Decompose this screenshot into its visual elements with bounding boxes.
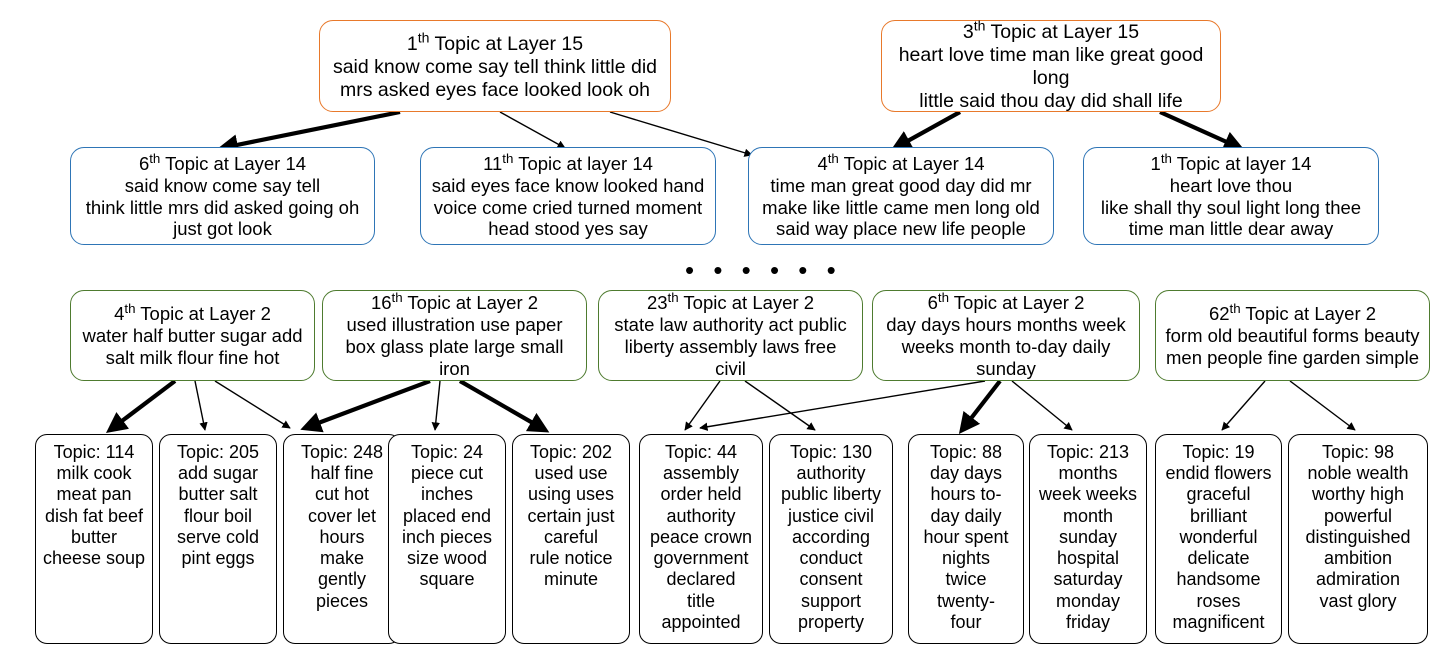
topic-node-layer14-6[interactable]: 6th Topic at Layer 14 said know come say…	[70, 147, 375, 245]
leaf-title: Topic: 248	[300, 442, 384, 462]
node-words: used illustration use paper box glass pl…	[345, 314, 564, 379]
leaf-title: Topic: 205	[176, 442, 260, 462]
edge-L15-1-to-L14-11	[499, 111, 566, 149]
leaf-node-topic-98[interactable]: Topic: 98 noble wealth worthy high power…	[1288, 434, 1428, 644]
leaf-title: Topic: 88	[929, 442, 1003, 462]
leaf-node-topic-213[interactable]: Topic: 213 months week weeks month sunda…	[1029, 434, 1147, 644]
topic-node-layer15-3[interactable]: 3th Topic at Layer 15 heart love time ma…	[881, 17, 1221, 112]
topic-node-layer2-23[interactable]: 23th Topic at Layer 2 state law authorit…	[598, 290, 863, 381]
leaf-node-topic-205[interactable]: Topic: 205 add sugar butter salt flour b…	[159, 434, 277, 644]
leaf-node-topic-44[interactable]: Topic: 44 assembly order held authority …	[639, 434, 763, 644]
leaf-node-topic-202[interactable]: Topic: 202 used use using uses certain j…	[512, 434, 630, 644]
leaf-node-topic-248[interactable]: Topic: 248 half fine cut hot cover let h…	[283, 434, 401, 644]
topic-node-layer2-16[interactable]: 16th Topic at Layer 2 used illustration …	[322, 290, 587, 381]
node-words: said know come say tell think little did…	[332, 55, 658, 101]
edge-L2-23-to-T130	[744, 380, 816, 431]
leaf-words: milk cook meat pan dish fat beef butter …	[42, 463, 146, 569]
leaf-words: day days hours to- day daily hour spent …	[923, 463, 1009, 632]
node-words: state law authority act public liberty a…	[614, 314, 847, 379]
leaf-words: endid flowers graceful brilliant wonderf…	[1165, 463, 1272, 632]
edge-L2-6-to-T213	[1011, 380, 1073, 431]
leaf-words: noble wealth worthy high powerful distin…	[1305, 463, 1411, 611]
leaf-words: months week weeks month sunday hospital …	[1038, 463, 1138, 632]
leaf-node-topic-114[interactable]: Topic: 114 milk cook meat pan dish fat b…	[35, 434, 153, 644]
leaf-title: Topic: 44	[664, 442, 738, 462]
node-title: 11th Topic at layer 14	[483, 150, 653, 174]
leaf-words: assembly order held authority peace crow…	[649, 463, 753, 632]
leaf-node-topic-24[interactable]: Topic: 24 piece cut inches placed end in…	[388, 434, 506, 644]
edge-L2-4-to-T248	[214, 380, 291, 429]
node-title: 1th Topic at layer 14	[1150, 150, 1312, 174]
edge-L2-4-to-T205	[194, 380, 208, 431]
leaf-words: add sugar butter salt flour boil serve c…	[176, 463, 260, 569]
edge-L2-16-to-T248	[300, 379, 431, 433]
edge-L2-62-to-T98	[1289, 380, 1356, 431]
leaf-title: Topic: 24	[410, 442, 484, 462]
leaf-words: used use using uses certain just careful…	[527, 463, 615, 590]
leaf-node-topic-130[interactable]: Topic: 130 authority public liberty just…	[769, 434, 893, 644]
node-title: 4th Topic at Layer 14	[817, 150, 985, 174]
topic-node-layer2-6[interactable]: 6th Topic at Layer 2 day days hours mont…	[872, 290, 1140, 381]
topic-node-layer15-1[interactable]: 1th Topic at Layer 15 said know come say…	[319, 20, 671, 112]
edge-L2-16-to-T24	[431, 380, 441, 431]
edge-L2-4-to-T114	[105, 379, 177, 434]
topic-node-layer2-62[interactable]: 62th Topic at Layer 2 form old beautiful…	[1155, 290, 1430, 381]
edge-L15-3-to-L14-4	[890, 110, 962, 151]
node-title: 4th Topic at Layer 2	[114, 301, 271, 325]
node-words: heart love time man like great good long…	[898, 44, 1204, 112]
node-title: 6th Topic at Layer 14	[138, 150, 307, 174]
node-title: 3th Topic at Layer 15	[962, 17, 1140, 43]
node-title: 1th Topic at Layer 15	[406, 29, 584, 55]
node-words: day days hours months week weeks month t…	[886, 314, 1126, 379]
topic-node-layer14-1[interactable]: 1th Topic at layer 14 heart love thou li…	[1083, 147, 1379, 245]
edge-L2-23-to-T44	[684, 380, 721, 431]
node-title: 6th Topic at Layer 2	[927, 290, 1085, 314]
node-words: water half butter sugar add salt milk fl…	[82, 325, 303, 368]
leaf-words: half fine cut hot cover let hours make g…	[307, 463, 377, 611]
edge-L2-16-to-T202	[458, 379, 550, 433]
leaf-title: Topic: 213	[1046, 442, 1130, 462]
node-title: 23th Topic at Layer 2	[646, 290, 815, 314]
leaf-title: Topic: 202	[529, 442, 613, 462]
ellipsis-separator: • • • • • •	[685, 255, 842, 285]
edge-L2-6-to-T88	[958, 379, 1002, 434]
leaf-title: Topic: 114	[53, 442, 135, 462]
node-words: time man great good day did mr make like…	[762, 174, 1040, 240]
node-words: heart love thou like shall thy soul ligh…	[1100, 174, 1362, 240]
edge-L2-6-to-T44	[699, 380, 986, 431]
node-words: said know come say tell think little mrs…	[85, 174, 360, 240]
edge-L15-3-to-L14-1	[1159, 110, 1245, 152]
edge-L15-1-to-L14-6	[217, 109, 401, 156]
node-title: 16th Topic at Layer 2	[370, 290, 539, 314]
topic-node-layer14-11[interactable]: 11th Topic at layer 14 said eyes face kn…	[420, 147, 716, 245]
topic-node-layer14-4[interactable]: 4th Topic at Layer 14 time man great goo…	[748, 147, 1054, 245]
leaf-words: authority public liberty justice civil a…	[780, 463, 882, 632]
node-words: said eyes face know looked hand voice co…	[431, 174, 705, 240]
leaf-title: Topic: 130	[789, 442, 873, 462]
leaf-node-topic-88[interactable]: Topic: 88 day days hours to- day daily h…	[908, 434, 1024, 644]
leaf-title: Topic: 19	[1182, 442, 1255, 462]
node-words: form old beautiful forms beauty men peop…	[1165, 325, 1420, 368]
edge-L2-62-to-T19	[1221, 380, 1266, 431]
node-title: 62th Topic at Layer 2	[1208, 301, 1377, 325]
topic-node-layer2-4[interactable]: 4th Topic at Layer 2 water half butter s…	[70, 290, 315, 381]
leaf-words: piece cut inches placed end inch pieces …	[401, 463, 493, 590]
leaf-title: Topic: 98	[1321, 442, 1395, 462]
leaf-node-topic-19[interactable]: Topic: 19 endid flowers graceful brillia…	[1155, 434, 1282, 644]
